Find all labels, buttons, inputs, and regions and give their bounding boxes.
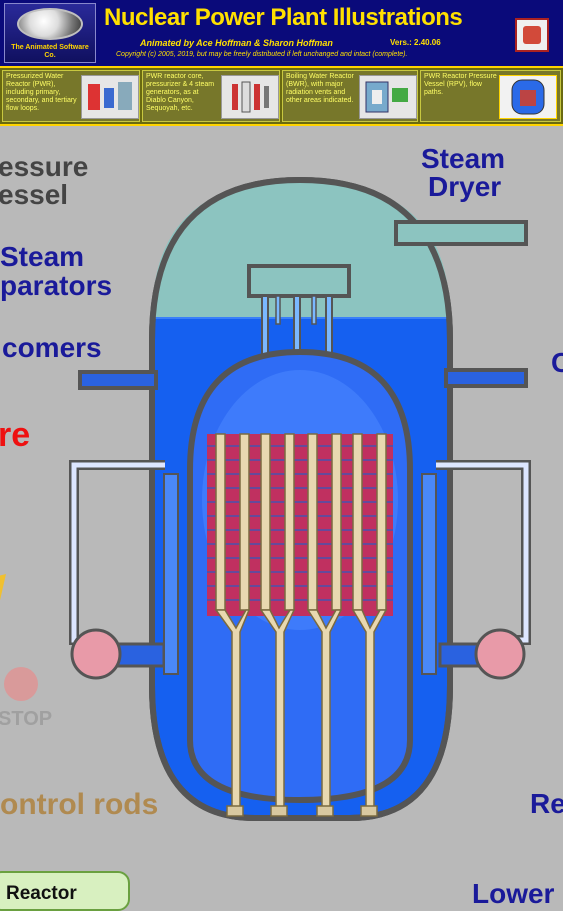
recirc-pump-right	[474, 628, 526, 680]
version-label: Vers.: 2.40.06	[390, 38, 441, 47]
logo-text: The Animated Software Co.	[11, 44, 89, 59]
label-right-re: Re	[530, 788, 563, 819]
pwr-core-thumbnail-icon	[221, 75, 279, 119]
app-icon[interactable]	[515, 18, 549, 52]
rod-drive-shaft	[259, 609, 296, 809]
illustration-nav: Pressurized Water Reactor (PWR), includi…	[0, 68, 563, 126]
control-rod	[284, 433, 295, 611]
control-rod	[307, 433, 318, 611]
stop-label: STOP	[0, 708, 53, 730]
stop-button[interactable]	[4, 667, 38, 701]
nav-item-pwr-core[interactable]: PWR reactor core, pressurizer & 4 steam …	[142, 70, 280, 122]
nav-item-text: Pressurized Water Reactor (PWR), includi…	[6, 73, 77, 112]
label-lower: Lower	[472, 878, 555, 909]
rpv-thumbnail-icon	[499, 75, 557, 119]
nav-item-bwr[interactable]: Boiling Water Reactor (BWR), with major …	[282, 70, 418, 122]
control-rod	[260, 433, 271, 611]
rod-drive-shaft	[306, 609, 343, 809]
steam-dryer	[247, 264, 351, 298]
steam-outlet-pipe	[394, 220, 528, 246]
lightning-arrow-icon[interactable]	[0, 548, 14, 620]
label-pressure-vessel-line1: essure	[0, 151, 89, 182]
bwr-thumbnail-icon	[359, 75, 417, 119]
nav-item-rpv[interactable]: PWR Reactor Pressure Vessel (RPV), flow …	[420, 70, 561, 122]
fuel-core	[207, 434, 393, 616]
label-downcomers: comers	[2, 332, 102, 363]
nav-item-text: PWR reactor core, pressurizer & 4 steam …	[146, 73, 215, 112]
rod-drive-shaft	[351, 609, 388, 809]
pwr-thumbnail-icon	[81, 75, 139, 119]
control-rod	[331, 433, 342, 611]
label-steam-dryer-line1: Steam	[421, 143, 506, 174]
rod-drive-shaft	[214, 609, 251, 809]
logo-badge-icon	[17, 8, 83, 40]
vessel-flange-right	[444, 368, 528, 388]
copyright-text: Copyright (c) 2005, 2019, but may be fre…	[116, 51, 408, 58]
page-title: Nuclear Power Plant Illustrations	[104, 4, 463, 31]
company-logo[interactable]: The Animated Software Co.	[4, 3, 96, 63]
label-core: re	[0, 416, 31, 454]
label-pressure-vessel-line2: essel	[0, 179, 69, 210]
steam-dome	[152, 180, 450, 318]
recirc-pump-left	[70, 628, 122, 680]
nav-item-text: Boiling Water Reactor (BWR), with major …	[286, 73, 354, 104]
control-rod	[376, 433, 387, 611]
byline: Animated by Ace Hoffman & Sharon Hoffman	[140, 38, 333, 48]
vessel-flange-left	[78, 370, 158, 390]
label-steam-separators-line1: Steam	[0, 241, 85, 272]
control-rod	[215, 433, 226, 611]
label-steam-dryer-line2: Dryer	[428, 171, 502, 202]
nav-item-text: PWR Reactor Pressure Vessel (RPV), flow …	[424, 73, 497, 96]
label-right-edge-c: C	[551, 347, 563, 378]
control-rod	[239, 433, 250, 611]
reactor-button[interactable]: Reactor	[0, 871, 130, 911]
label-steam-separators-line2: parators	[0, 270, 113, 301]
nav-item-pwr[interactable]: Pressurized Water Reactor (PWR), includi…	[2, 70, 140, 122]
control-rod	[352, 433, 363, 611]
label-control-rods: ontrol rods	[0, 788, 159, 821]
app-header: The Animated Software Co. Nuclear Power …	[0, 0, 563, 68]
